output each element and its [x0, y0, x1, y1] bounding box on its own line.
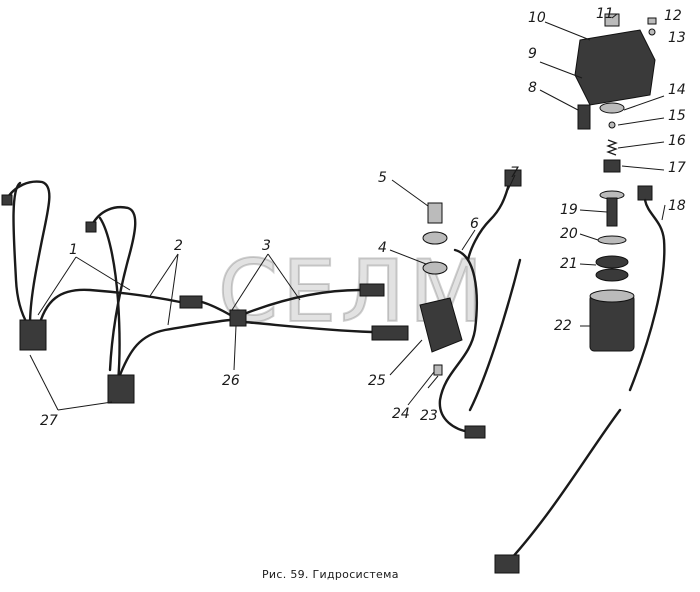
plate-14	[599, 102, 625, 114]
nut-17	[603, 159, 621, 173]
left-brake-lines	[1, 180, 232, 404]
callout-5: 5	[378, 170, 387, 186]
fitting-6	[464, 425, 486, 439]
callout-11: 11	[596, 6, 614, 22]
callout-4: 4	[378, 240, 387, 256]
fitting-mid-left	[85, 221, 97, 233]
callout-27: 27	[40, 413, 58, 429]
cap-11	[604, 13, 620, 27]
bolt-5	[427, 202, 443, 224]
washer-4a	[422, 231, 448, 245]
callout-18: 18	[668, 198, 686, 214]
callout-23: 23	[420, 408, 438, 424]
filter-cup-22	[589, 294, 635, 352]
wheel-cylinder-left-lower	[107, 374, 135, 404]
filter-cup-rim	[589, 289, 635, 303]
fitting-7	[504, 169, 522, 187]
callout-15: 15	[668, 108, 686, 124]
callout-16: 16	[668, 133, 686, 149]
housing-9-10	[574, 29, 656, 106]
leader-lines	[29, 13, 666, 411]
callout-25: 25	[368, 373, 386, 389]
center-lines	[200, 283, 409, 341]
callout-20: 20	[560, 226, 578, 242]
hose-end-upper	[359, 283, 385, 297]
callout-6: 6	[470, 216, 479, 232]
wheel-cylinder-left-upper	[19, 319, 47, 351]
callout-17: 17	[668, 160, 686, 176]
callout-21: 21	[560, 256, 578, 272]
washer-13	[648, 28, 656, 36]
callout-10: 10	[528, 10, 546, 26]
callout-labels: 1 2 3 4 5 6 7 8 9 10 11 12 13 14 15 16 1…	[40, 6, 686, 429]
connector-left	[179, 295, 203, 309]
callout-22: 22	[554, 318, 572, 334]
pipe-18	[494, 185, 666, 574]
callout-9: 9	[528, 46, 537, 62]
spring-16	[606, 139, 618, 156]
valve-8	[577, 104, 591, 130]
fitting-18-bottom	[494, 554, 520, 574]
fitting-top-left	[1, 194, 13, 206]
washer-20	[597, 235, 627, 245]
element-21b	[595, 268, 629, 282]
fitting-18-top	[637, 185, 653, 201]
screw-12	[647, 17, 657, 25]
callout-2: 2	[174, 238, 183, 254]
callout-19: 19	[560, 202, 578, 218]
master-cylinder-assembly	[574, 13, 657, 173]
pipe-7	[466, 169, 522, 412]
figure-caption: Рис. 59. Гидросистема	[262, 568, 399, 581]
callout-14: 14	[668, 82, 686, 98]
callout-1: 1	[69, 242, 78, 258]
callout-26: 26	[222, 373, 240, 389]
filter-stack	[589, 190, 635, 352]
callout-24: 24	[392, 406, 410, 422]
callout-13: 13	[668, 30, 686, 46]
screw-23	[433, 364, 443, 376]
element-21a	[595, 255, 629, 269]
callout-7: 7	[510, 165, 519, 181]
ball-15	[608, 121, 616, 129]
rod-19	[606, 197, 618, 227]
callout-12: 12	[664, 8, 682, 24]
bracket-group	[419, 202, 486, 439]
tee-connector	[229, 309, 247, 327]
bracket-25	[419, 297, 463, 353]
hose-end-lower	[371, 325, 409, 341]
callout-8: 8	[528, 80, 537, 96]
washer-4b	[422, 261, 448, 275]
callout-3: 3	[262, 238, 271, 254]
